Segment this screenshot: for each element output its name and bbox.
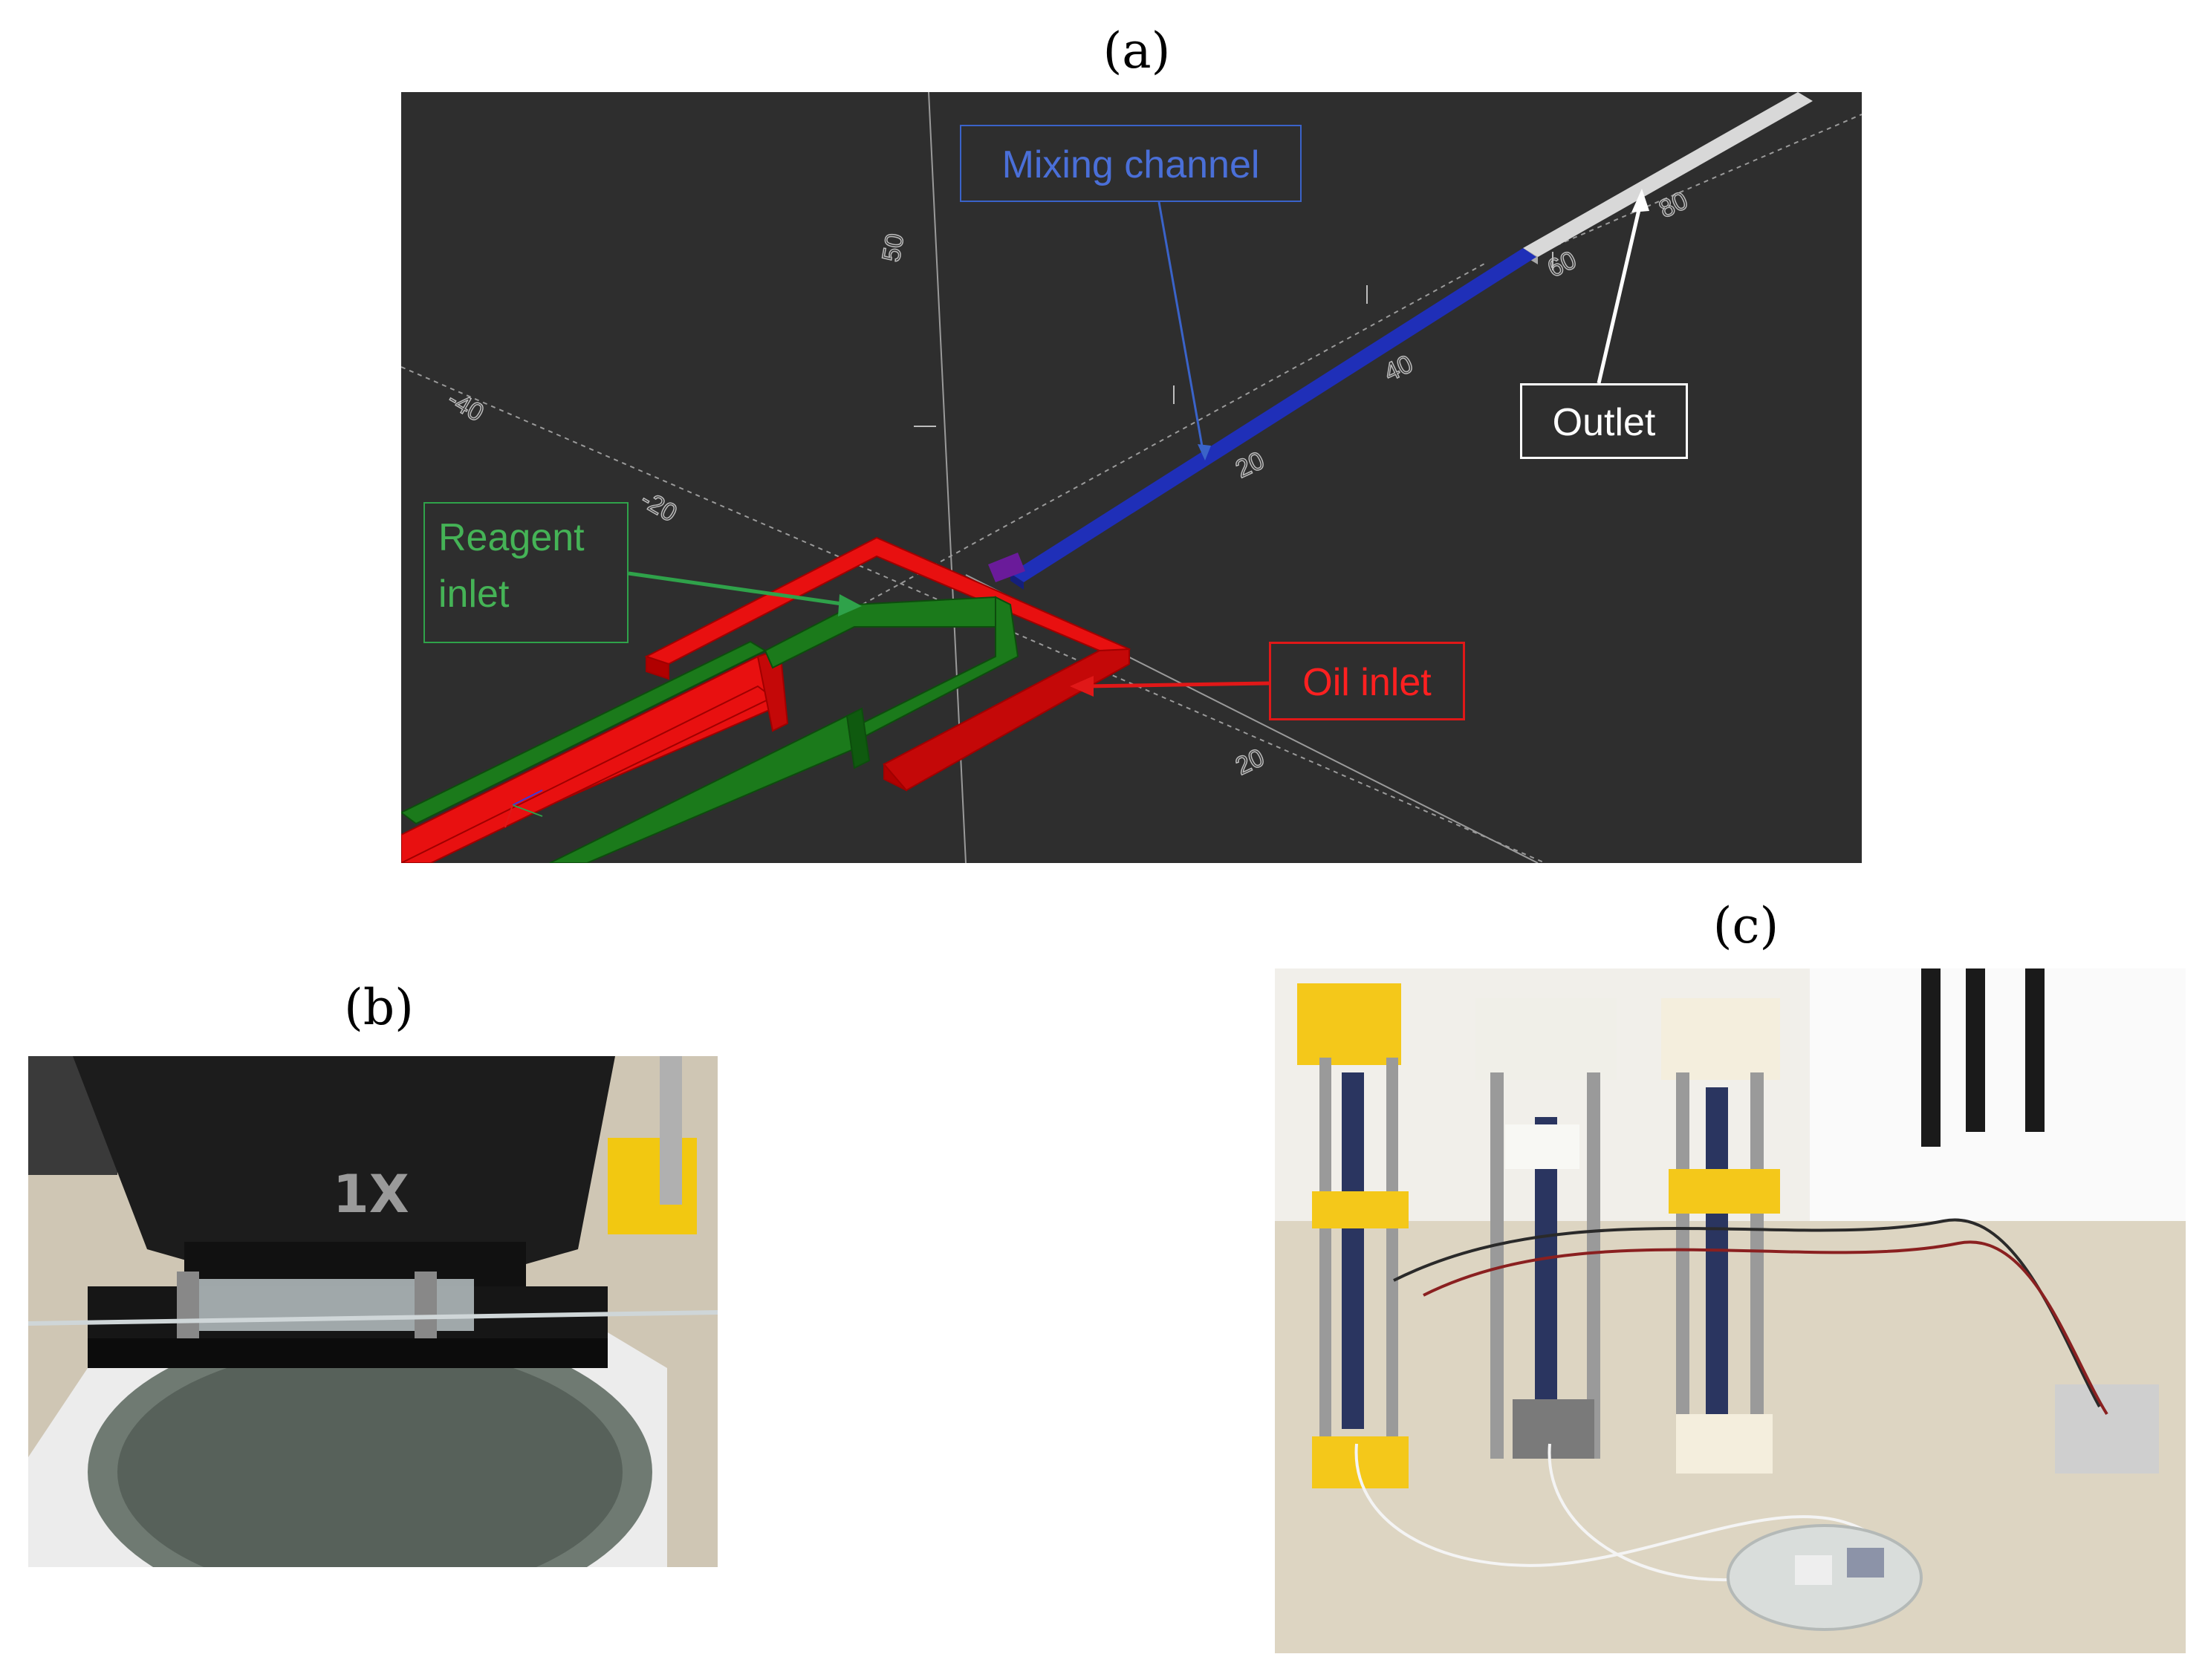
syringe-pump-white-2 — [1661, 998, 1780, 1474]
axis-tick-label: 40 — [1380, 350, 1417, 387]
syringe-pump-yellow — [1297, 983, 1409, 1488]
syringe-pumps-drawing — [1275, 968, 2186, 1653]
axis-tick-label: 80 — [1654, 186, 1692, 224]
reagent-inlet-line1: Reagent — [438, 516, 585, 559]
axis-tick-marks — [914, 252, 1553, 427]
syringe-pumps-photo — [1275, 968, 2186, 1653]
outlet-channel — [1523, 92, 1813, 264]
oil-inlet-channel — [401, 536, 1131, 863]
axis-tick-label: 50 — [877, 232, 909, 264]
microscope-photo-drawing: 1X — [28, 1056, 718, 1567]
oil-inlet-callout: Oil inlet — [1269, 642, 1465, 720]
mixing-channel-callout: Mixing channel — [960, 125, 1302, 202]
cad-render-canvas: 50 -40 -20 20 40 60 80 20 — [401, 92, 1862, 863]
microscope-photo: 1X — [28, 1056, 718, 1567]
cad-render-panel: 50 -40 -20 20 40 60 80 20 — [401, 92, 1862, 863]
cables — [1393, 1218, 2108, 1416]
axis-tick-label: 20 — [1231, 446, 1268, 484]
axis-tick-label: -40 — [443, 385, 489, 427]
axis-tick-label: 60 — [1543, 246, 1580, 283]
axis-tick-label: 20 — [1231, 743, 1268, 781]
outlet-callout: Outlet — [1520, 383, 1688, 459]
pipettes — [1921, 968, 2045, 1147]
reagent-inlet-callout: Reagent inlet — [423, 502, 629, 643]
syringe-pump-white-1 — [1475, 998, 1617, 1459]
controller-box — [2055, 1384, 2159, 1474]
reagent-inlet-channel — [401, 596, 1019, 863]
panel-b-label: (b) — [344, 979, 414, 1036]
callout-leader-lines — [628, 189, 1649, 697]
panel-c-label: (c) — [1712, 897, 1779, 954]
origin-axes-icon — [504, 789, 543, 828]
mixing-channel — [988, 248, 1536, 590]
panel-a-label: (a) — [1102, 22, 1171, 79]
objective-magnification-label: 1X — [333, 1164, 409, 1225]
reagent-inlet-line2: inlet — [438, 573, 510, 616]
axis-tick-label: -20 — [636, 485, 682, 527]
